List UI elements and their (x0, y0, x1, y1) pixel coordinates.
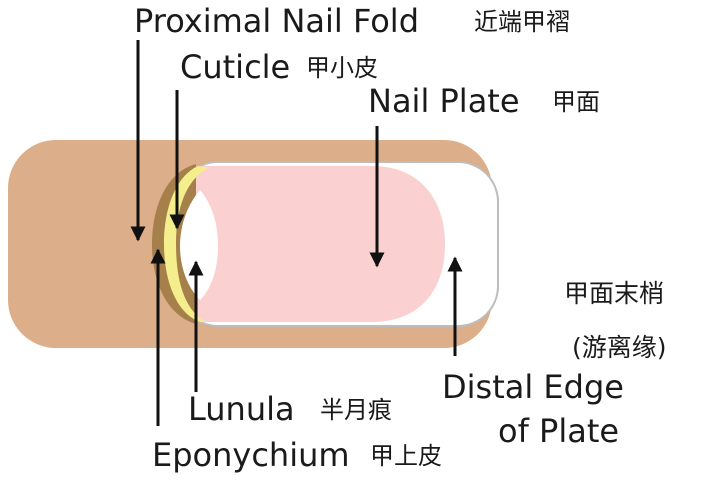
cuticle-band (164, 166, 208, 322)
distal-edge-label: Distal Edge (442, 368, 624, 406)
nail-plate (196, 166, 445, 322)
nail-plate-label: Nail Plate (368, 82, 520, 120)
distal-edge-label-line2: of Plate (498, 412, 619, 450)
nail-plate-zh-label: 甲面 (552, 88, 600, 116)
cuticle-zh-label: 甲小皮 (306, 54, 378, 82)
proximal-nail-fold-label: Proximal Nail Fold (134, 2, 419, 40)
lunula-zh-label: 半月痕 (320, 396, 392, 424)
proximal-nail-fold-zh-label: 近端甲褶 (474, 8, 570, 36)
eponychium-zh-label: 甲上皮 (370, 442, 442, 470)
cuticle-label: Cuticle (180, 48, 290, 86)
eponychium-label: Eponychium (152, 436, 350, 474)
lunula-label: Lunula (188, 390, 295, 428)
free-edge-zh-label: 甲面末梢 (564, 279, 664, 308)
free-edge-zh-paren-label: (游离缘) (572, 333, 667, 362)
